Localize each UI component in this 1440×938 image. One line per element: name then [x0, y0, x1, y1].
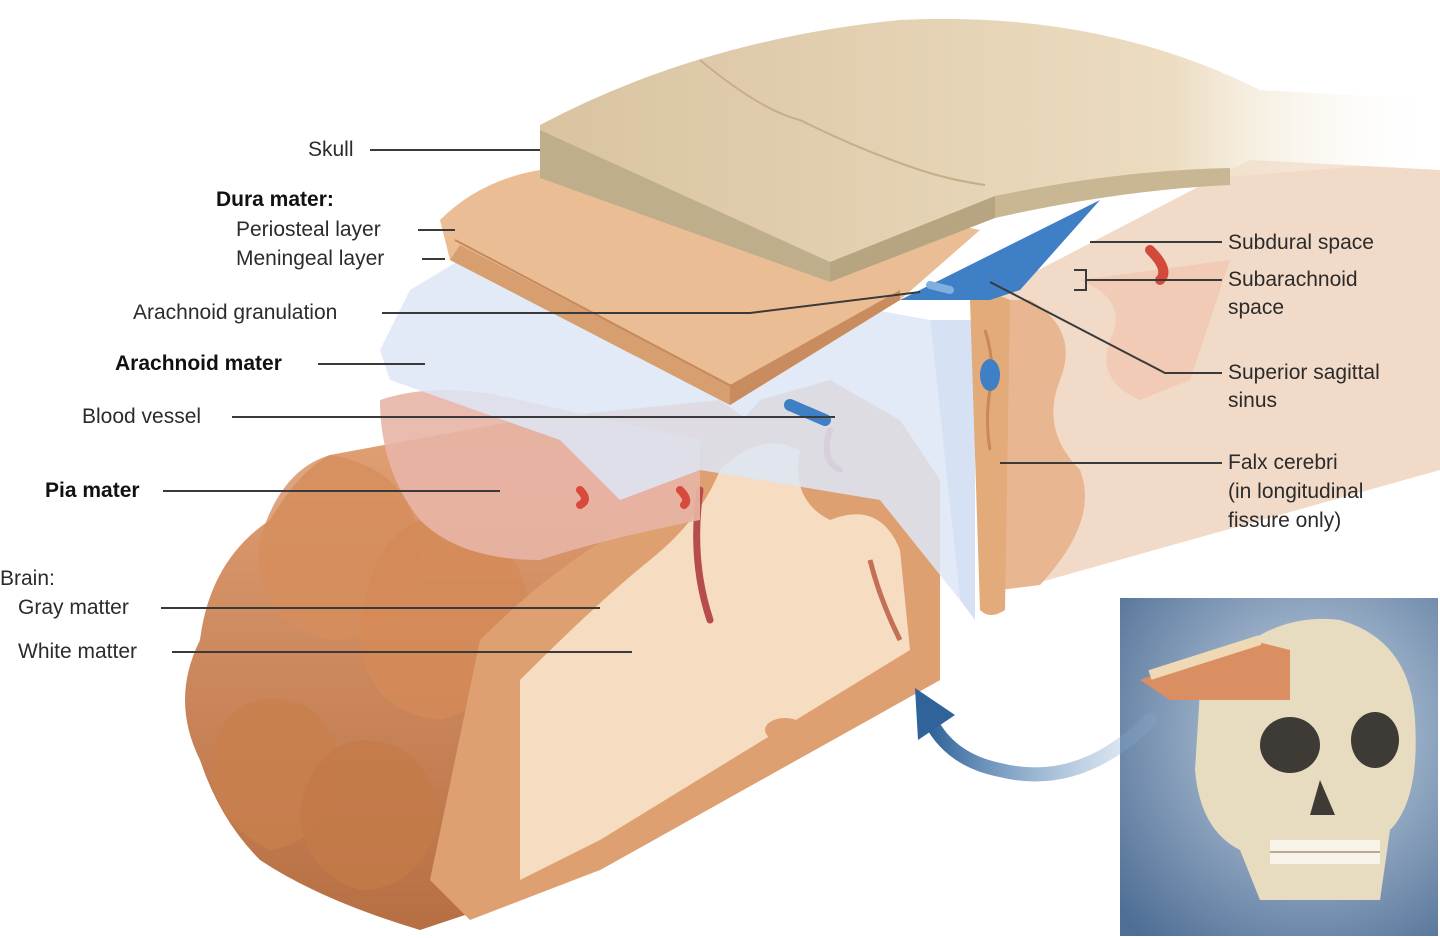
leader-arachnoid-granulation [382, 291, 921, 314]
falx-cerebri [970, 295, 1010, 615]
label-arachnoid-granulation: Arachnoid granulation [133, 301, 338, 324]
leader-sss [989, 281, 1222, 374]
skull-plate [540, 18, 1440, 282]
brain-block [185, 380, 940, 930]
arrow-head [915, 688, 955, 740]
label-subarachnoid-line1: Subarachnoid [1228, 268, 1358, 291]
label-white-matter: White matter [18, 640, 138, 663]
label-superior-sagittal-line1: Superior sagittal [1228, 361, 1380, 384]
label-dura-mater: Dura mater: [216, 188, 334, 211]
label-periosteal-layer: Periosteal layer [236, 218, 381, 241]
leader-lines [161, 149, 1222, 653]
label-falx-line2: (in longitudinal [1228, 480, 1364, 503]
label-meningeal-layer: Meningeal layer [236, 247, 385, 270]
label-blood-vessel: Blood vessel [82, 405, 202, 428]
label-falx-line3: fissure only) [1228, 509, 1342, 532]
label-superior-sagittal-line2: sinus [1228, 389, 1278, 412]
label-brain: Brain: [0, 567, 55, 590]
label-gray-matter: Gray matter [18, 596, 129, 619]
pointer-arrow [923, 713, 1157, 782]
label-subarachnoid-line2: space [1228, 296, 1285, 319]
inset-skull-panel [1120, 598, 1438, 936]
label-pia-mater: Pia mater [45, 479, 140, 502]
label-falx-line1: Falx cerebri [1228, 451, 1338, 474]
label-skull: Skull [308, 138, 354, 161]
label-subdural-space: Subdural space [1228, 231, 1374, 254]
label-arachnoid-mater: Arachnoid mater [115, 352, 282, 375]
